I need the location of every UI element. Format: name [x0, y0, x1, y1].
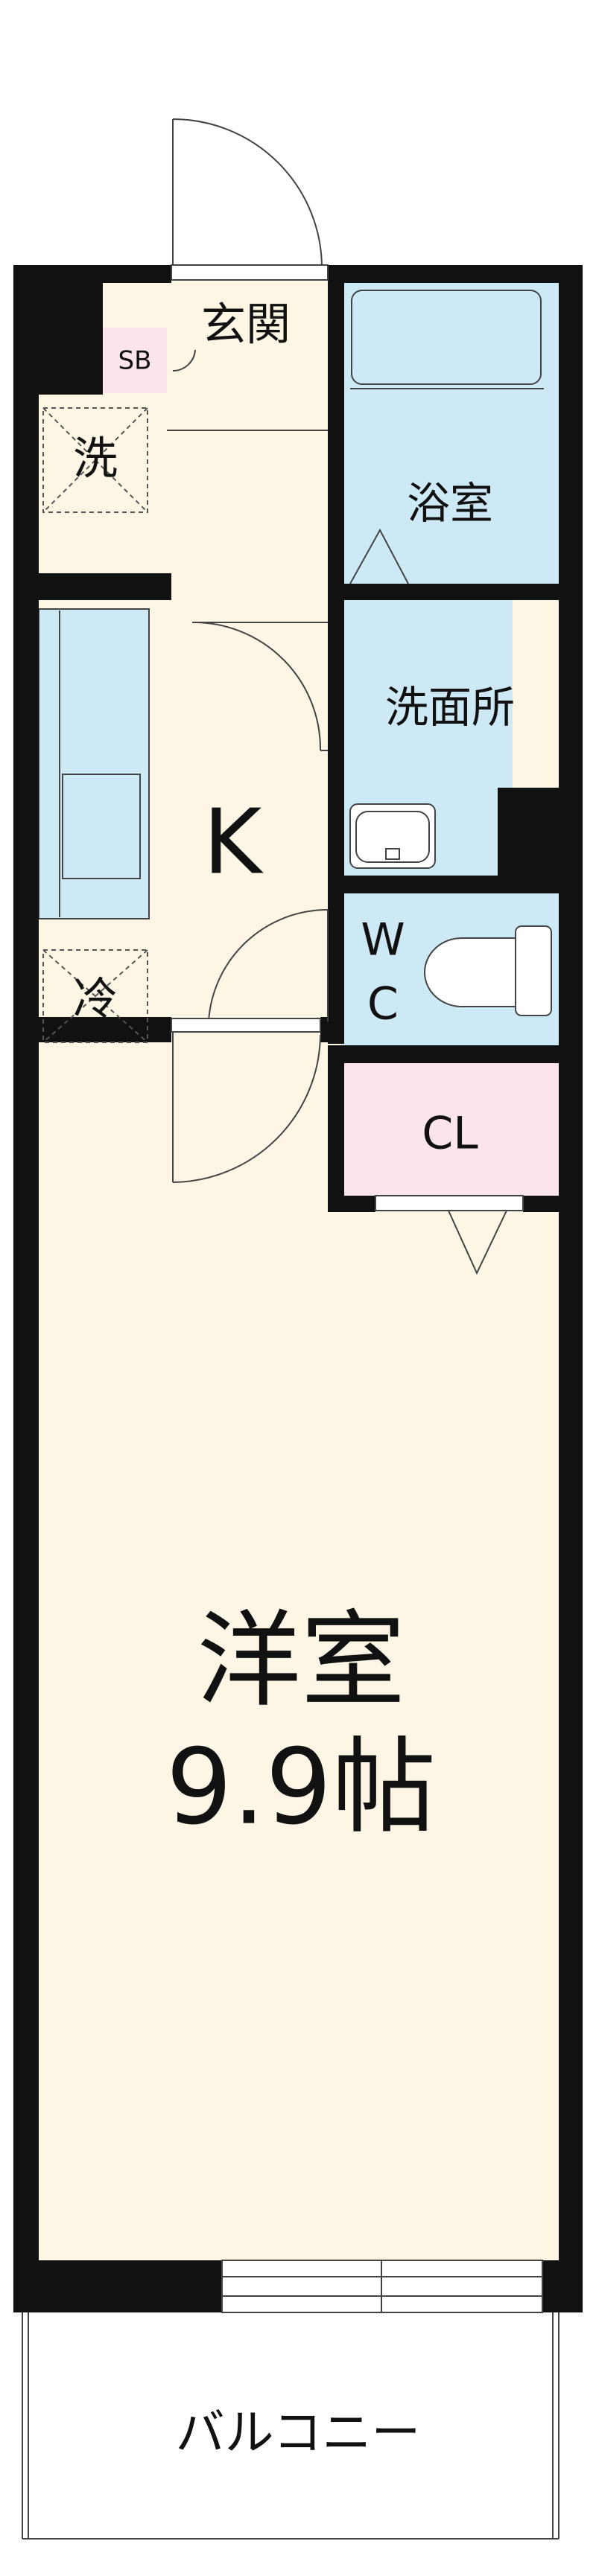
label-fridge: 冷	[73, 974, 118, 1026]
bathroom-floor[interactable]	[341, 280, 559, 584]
room-door[interactable]	[171, 1018, 321, 1183]
wall-sb-block	[39, 283, 103, 395]
wall-closet-left	[328, 1063, 344, 1208]
wall-closet-bottom-l	[328, 1196, 375, 1212]
wall-kitchen-room-2	[320, 1017, 344, 1042]
room-fills	[22, 280, 559, 2531]
toilet-icon	[424, 925, 552, 1016]
fridge-space	[42, 949, 148, 1043]
wall-wash-toilet	[328, 876, 583, 893]
wall-center-upper	[328, 280, 344, 593]
label-entrance: 玄関	[201, 299, 291, 351]
label-washroom: 洗面所	[385, 682, 515, 733]
label-bathroom: 浴室	[407, 478, 493, 529]
wall-left	[13, 265, 39, 2292]
wall-wash-block	[498, 788, 559, 880]
wall-washer-divider	[39, 573, 171, 600]
shoe-box-floor[interactable]	[103, 328, 167, 393]
wall-toilet-closet	[328, 1045, 583, 1063]
washbasin-icon	[349, 803, 436, 869]
label-western-room: 洋室	[197, 1601, 405, 1722]
label-kitchen: K	[203, 791, 264, 895]
label-toilet-w: W	[361, 914, 405, 966]
sink-icon	[59, 610, 141, 917]
door-threshold	[171, 264, 329, 281]
wall-right	[559, 265, 583, 2292]
label-shoe-box: SB	[118, 346, 152, 376]
balcony-floor[interactable]	[22, 2314, 559, 2531]
wall-bottom-left	[13, 2260, 222, 2312]
wall-closet-bottom-r	[523, 1196, 583, 1212]
wall-bottom-right	[542, 2260, 583, 2312]
label-western-room-size: 9.9帖	[166, 1727, 437, 1849]
label-balcony: バルコニー	[176, 2404, 421, 2461]
wall-center-mid	[328, 600, 344, 1044]
bathtub-icon	[349, 290, 544, 584]
kitchen-door-upper[interactable]	[191, 621, 328, 751]
sb-door-arc-icon	[172, 349, 196, 372]
sliding-window-icon[interactable]	[221, 2260, 543, 2313]
door-swing-icon	[172, 118, 323, 269]
wall-kitchen-room	[13, 1017, 171, 1042]
wall-top-left	[13, 265, 171, 283]
balcony-rails	[22, 2312, 559, 2540]
closet-floor[interactable]	[341, 1063, 559, 1196]
wall-top-right	[328, 265, 583, 283]
washer-pan	[42, 407, 148, 513]
label-washer: 洗	[73, 433, 118, 485]
closet-door[interactable]	[375, 1195, 524, 1275]
entrance-door[interactable]	[171, 118, 329, 281]
entrance-floor	[155, 281, 341, 430]
wall-bath-wash	[328, 584, 583, 600]
walls	[13, 265, 583, 2312]
kitchen-counter[interactable]	[38, 608, 150, 919]
toilet-door[interactable]	[208, 908, 329, 1022]
label-toilet-c: C	[367, 978, 399, 1030]
label-closet: CL	[422, 1108, 478, 1160]
